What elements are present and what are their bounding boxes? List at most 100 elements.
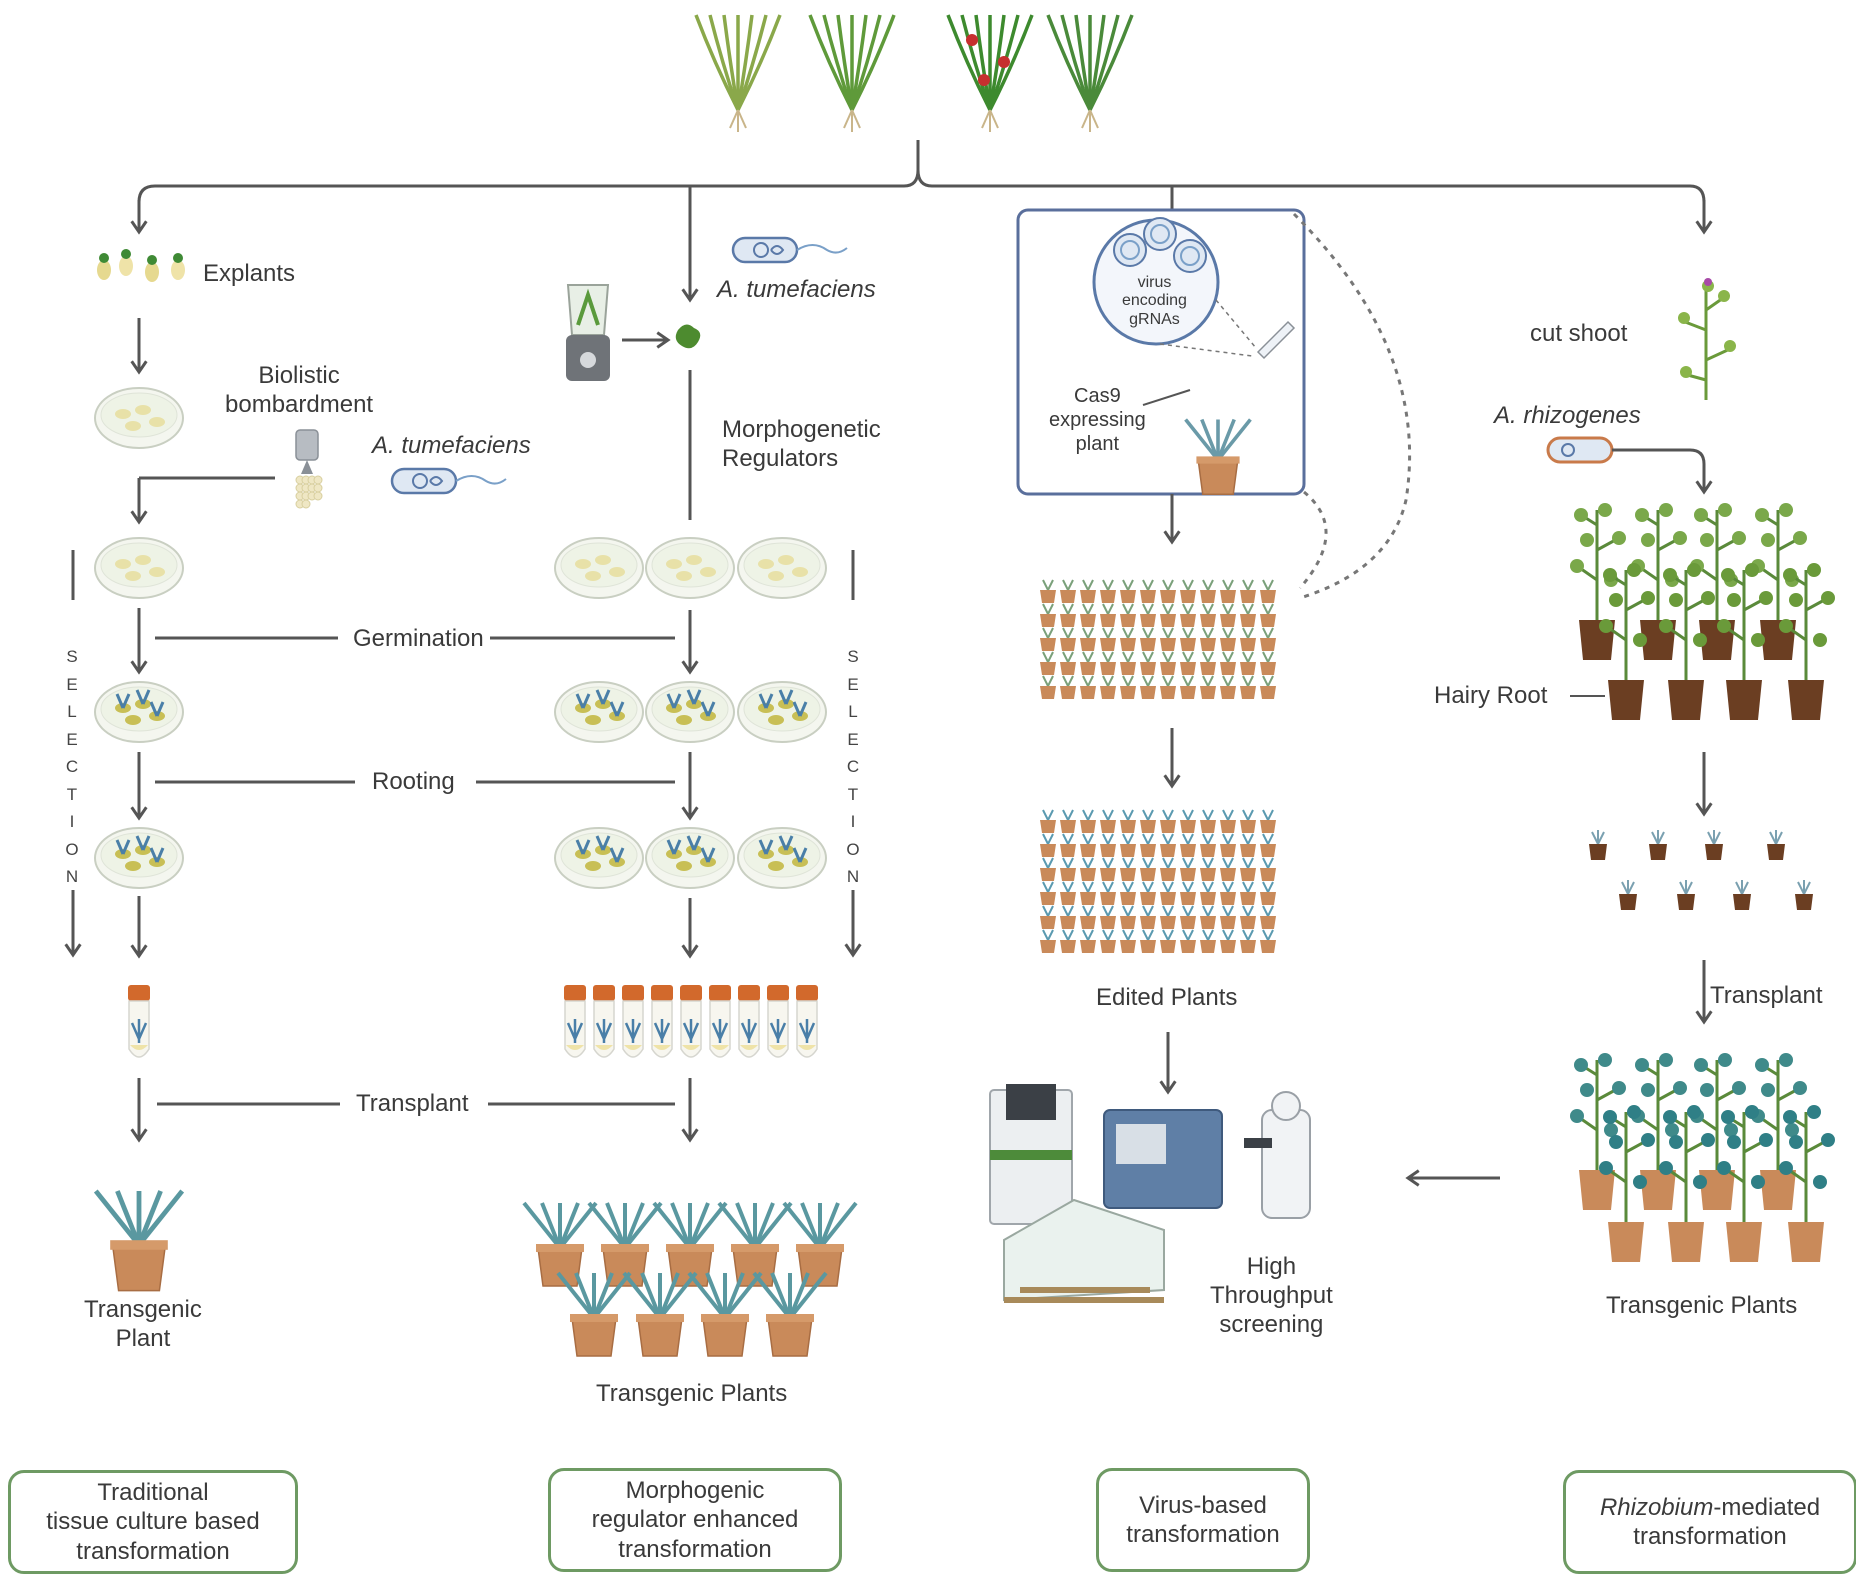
root-pot-row1-2 [1649, 830, 1667, 860]
hairy-root-plant-front-2 [1659, 563, 1715, 720]
root-pot-row1-4 [1767, 830, 1785, 860]
transgenic-plant-row1-3 [652, 1201, 728, 1287]
gene-gun-icon [295, 429, 323, 509]
dish-mr-root-1 [554, 827, 644, 889]
arrow-head-icon [130, 806, 148, 821]
dish-mr-root-2 [645, 827, 735, 889]
morphogenetic-regulators-label: Morphogenetic Regulators [722, 416, 881, 472]
dish-mr-2 [645, 537, 735, 599]
cut-shoot-icon [1678, 278, 1736, 400]
tomato-plant-icon [946, 14, 1034, 132]
arrow-head-icon [1159, 1080, 1177, 1095]
virus-transformation-box: Virus-based transformation [1096, 1468, 1310, 1572]
top-branching-brace [137, 140, 1706, 232]
transgenic-plant-row2-3 [687, 1271, 763, 1357]
bacterium-icon-2 [731, 236, 848, 264]
syringe-icon [1256, 320, 1296, 360]
soybean-plant-icon [1046, 14, 1134, 132]
arrow-head-icon [681, 1128, 699, 1143]
dish-explants [94, 387, 184, 449]
rhizobium-italic: Rhizobium [1599, 1493, 1714, 1521]
a-rhizogenes-label: A. rhizogenes [1494, 402, 1641, 429]
root-pot-row2-4 [1795, 880, 1813, 910]
cas9-plant-label: Cas9 expressing plant [1049, 385, 1146, 455]
transgenic-plant-row2-1 [556, 1271, 632, 1357]
arrow-head-icon [681, 288, 699, 303]
transgenic-vine-front-1 [1599, 1105, 1655, 1262]
transgenic-vine-front-3 [1717, 1105, 1773, 1262]
virus-gRNA-label: virus encoding gRNAs [1122, 274, 1187, 328]
biolistic-label: Biolistic bombardment [225, 362, 374, 418]
virus-particle-icon-3 [1173, 239, 1207, 273]
virus-particle-icon-1 [1113, 233, 1147, 267]
cas9-pointer [1142, 389, 1191, 406]
a-tumefaciens-label-2: A. tumefaciens [717, 276, 876, 303]
bacterium-icon-rhizogenes [1546, 436, 1614, 464]
high-throughput-label: High Throughput screening [1210, 1253, 1333, 1338]
traditional-transformation-box: Traditional tissue culture based transfo… [8, 1470, 298, 1574]
zoom-lines [1159, 299, 1257, 357]
explants-icon [97, 249, 185, 282]
edited-plants-label: Edited Plants [1096, 984, 1238, 1011]
arrow-head-icon [64, 943, 82, 958]
dish-rooting [94, 827, 184, 889]
arrow-head-icon [681, 806, 699, 821]
arrow-head-icon [130, 510, 148, 525]
culture-tube-1 [564, 985, 586, 1058]
transgenic-vine-back-4 [1751, 1053, 1807, 1210]
transgenic-plant-label: Transgenic Plant [84, 1296, 202, 1352]
culture-tube-3 [622, 985, 644, 1058]
dashed-curve-inner [1298, 490, 1328, 589]
microscope-icon [1244, 1091, 1311, 1219]
transgenic-vine-back-2 [1631, 1053, 1687, 1210]
rhizogenes-join-line [1612, 448, 1706, 490]
culture-tube-9 [796, 985, 818, 1058]
transgenic-plant-row2-2 [622, 1271, 698, 1357]
callus-icon [675, 324, 701, 349]
culture-tube-8 [767, 985, 789, 1058]
transgenic-vine-back-3 [1690, 1053, 1746, 1210]
arrow-head-icon [1695, 1010, 1713, 1025]
dashed-curve-outer [1292, 212, 1412, 600]
root-pot-row2-2 [1677, 880, 1695, 910]
arrow-head-icon [130, 1128, 148, 1143]
transgenic-vine-back-1 [1570, 1053, 1626, 1210]
transgenic-plant-row1-5 [782, 1201, 858, 1287]
dish-mr-1 [554, 537, 644, 599]
dish-germination [94, 681, 184, 743]
arrow-head-icon [1163, 530, 1181, 545]
germination-label: Germination [347, 625, 490, 654]
transgenic-vine-front-2 [1659, 1105, 1715, 1262]
arrow-head-icon [844, 943, 862, 958]
arrow-head-icon [656, 331, 671, 349]
arrow-head-icon [1695, 220, 1713, 235]
arrow-head-icon [681, 944, 699, 959]
transgenic-plants-label-2: Transgenic Plants [1606, 1292, 1798, 1319]
transgenic-plants-label-1: Transgenic Plants [596, 1380, 788, 1407]
arrow-head-icon [1695, 480, 1713, 495]
transgenic-plant-row2-4 [752, 1271, 828, 1357]
arrow-head-icon [681, 660, 699, 675]
transgenic-plant-row1-4 [717, 1201, 793, 1287]
blender-icon [566, 284, 610, 381]
arrow-head-icon [1405, 1169, 1420, 1187]
rhizobium-rest: -mediated transformation [1633, 1493, 1821, 1550]
culture-tube-6 [709, 985, 731, 1058]
dish-mr-germ-2 [645, 681, 735, 743]
virus-particle-icon-2 [1143, 217, 1177, 251]
root-pot-row1-3 [1705, 830, 1723, 860]
transgenic-plant-row1-2 [587, 1201, 663, 1287]
edited-plants-tray-1 [1040, 579, 1276, 699]
sequencer-icon [989, 1084, 1073, 1225]
explants-label: Explants [203, 260, 296, 287]
edited-plants-tray-2 [1040, 809, 1276, 953]
culture-tube-4 [651, 985, 673, 1058]
hairy-root-plant-back-4 [1751, 503, 1807, 660]
arrow-head-icon [130, 660, 148, 675]
transplant-label-1: Transplant [350, 1090, 475, 1119]
cut-shoot-label: cut shoot [1530, 320, 1628, 347]
